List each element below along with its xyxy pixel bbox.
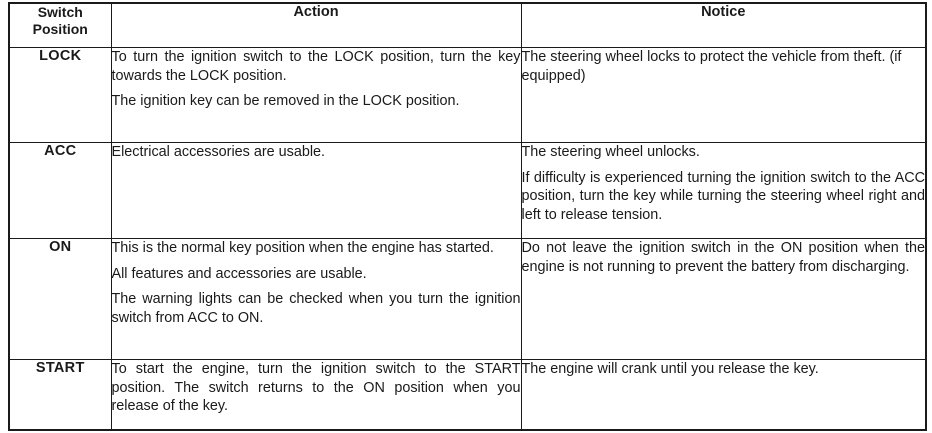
cell-notice-lock: The steering wheel locks to protect the … [520, 47, 927, 143]
cell-notice-acc: The steering wheel unlocks. If difficult… [520, 142, 927, 239]
cell-position-acc: ACC [8, 142, 112, 239]
cell-position-start: START [8, 359, 112, 431]
action-paragraph: Electrical accessories are usable. [111, 144, 326, 160]
cell-action-start: To start the engine, turn the ignition s… [110, 359, 522, 431]
table-header-row: Switch Position Action Notice [8, 2, 927, 48]
action-paragraph: The ignition key can be removed in the L… [111, 93, 460, 110]
column-header-switch-position-line2: Position [32, 20, 88, 37]
action-paragraph: This is the normal key position when the… [111, 240, 494, 256]
notice-paragraph: The steering wheel unlocks. [521, 144, 700, 160]
action-paragraph: All features and accessories are usable. [111, 265, 367, 282]
switch-position-table: Switch Position Action Notice LOCK To tu… [8, 2, 927, 431]
cell-action-on: This is the normal key position when the… [110, 238, 522, 360]
table-row: ON This is the normal key position when … [8, 238, 927, 360]
table-row: LOCK To turn the ignition switch to the … [8, 47, 927, 143]
column-header-switch-position: Switch Position [8, 2, 112, 48]
cell-action-lock: To turn the ignition switch to the LOCK … [110, 47, 522, 143]
action-paragraph: To start the engine, turn the ignition s… [111, 361, 521, 415]
table-body: LOCK To turn the ignition switch to the … [8, 47, 927, 431]
column-header-notice: Notice [520, 2, 927, 48]
notice-paragraph: If difficulty is experienced turning the… [521, 169, 926, 224]
table-row: ACC Electrical accessories are usable. T… [8, 142, 927, 239]
cell-notice-on: Do not leave the ignition switch in the … [520, 238, 927, 360]
column-header-action: Action [110, 2, 522, 48]
cell-position-lock: LOCK [8, 47, 112, 143]
cell-notice-start: The engine will crank until you release … [520, 359, 927, 431]
notice-paragraph: Do not leave the ignition switch in the … [521, 240, 926, 275]
table-row: START To start the engine, turn the igni… [8, 359, 927, 431]
switch-position-table-container: Switch Position Action Notice LOCK To tu… [8, 2, 927, 431]
action-paragraph: To turn the ignition switch to the LOCK … [111, 49, 521, 84]
cell-position-on: ON [8, 238, 112, 360]
notice-paragraph: The engine will crank until you release … [521, 361, 819, 377]
action-paragraph: The warning lights can be checked when y… [111, 291, 521, 327]
column-header-switch-position-line1: Switch [37, 4, 83, 20]
cell-action-acc: Electrical accessories are usable. [110, 142, 522, 239]
table-header: Switch Position Action Notice [8, 2, 927, 48]
notice-paragraph: The steering wheel locks to protect the … [521, 49, 902, 84]
